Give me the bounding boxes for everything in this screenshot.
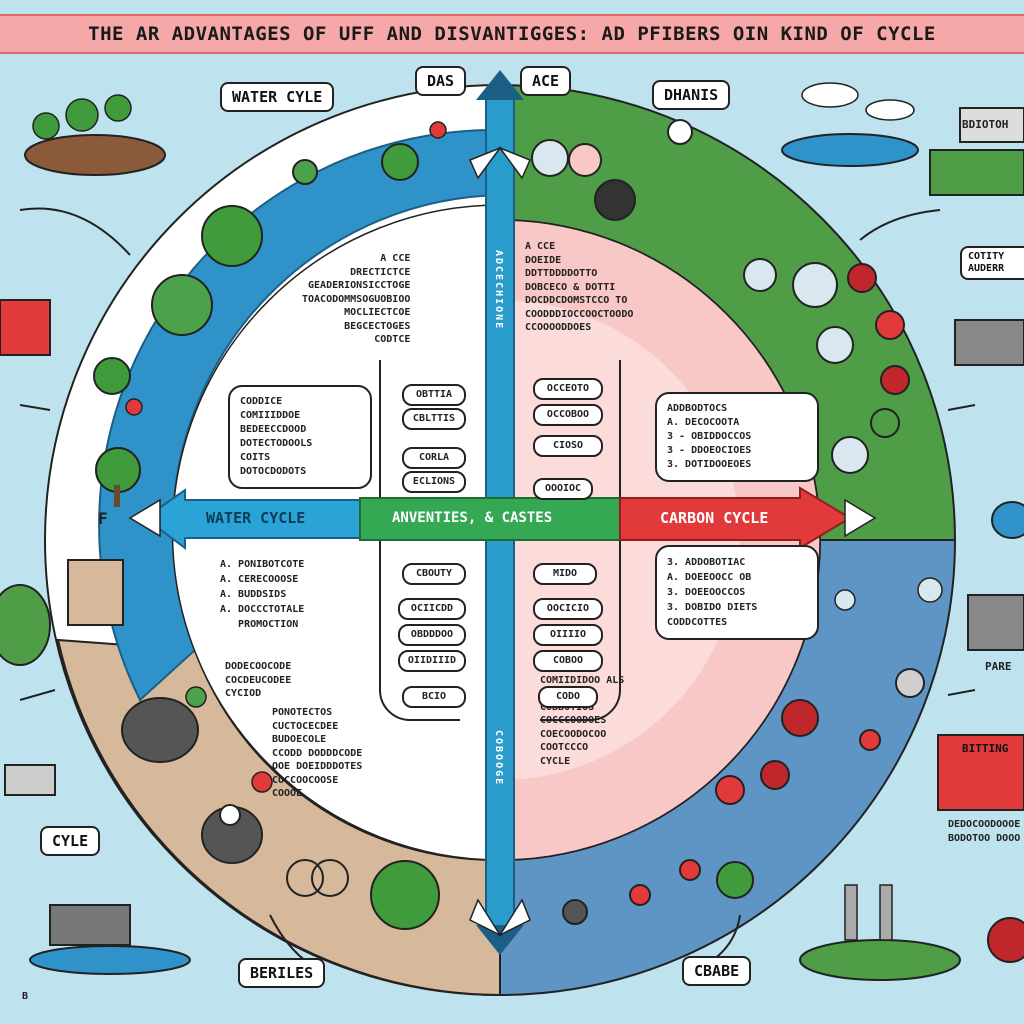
water-advantages-list: A. PONIBOTCOTE A. CERECOOOSE A. BUDDSIDS… (220, 559, 305, 630)
das-tag: DAS (415, 66, 467, 96)
water-pill-3: CORLA (402, 447, 466, 469)
carbon-pill-9: CODO (538, 686, 598, 708)
title-banner: THE AR ADVANTAGES OF UFF AND DISVANTIGGE… (0, 14, 1024, 54)
water-pill-6: OCIICDD (398, 598, 466, 620)
right-ring-decor (531, 119, 943, 925)
carbon-cycle-arrow (619, 486, 852, 550)
carbon-pill-7: OIIIIO (533, 624, 603, 646)
carbon-top-text: A CCE DOEIDE DDTTDDDDOTTO DOBCECO & DOTT… (525, 241, 634, 333)
water-band (98, 128, 501, 702)
water-bottom-text-2: PONOTECTOS CUCTOCECDEE BUDOECOLE CCODD D… (272, 707, 363, 799)
water-pill-8: OIIDIIID (398, 650, 466, 672)
carbon-advantages-list: 3. ADDOBOTIAC A. DOEEOOCC OB 3. DOEEOOCC… (655, 545, 819, 640)
page-title: THE AR ADVANTAGES OF UFF AND DISVANTIGGE… (88, 23, 936, 45)
water-pill-4: ECLIONS (402, 471, 466, 493)
carbon-pill-1: OCCEOTO (533, 378, 603, 400)
water-pill-9: BCIO (402, 686, 466, 708)
carbon-info-panel: ADDBODTOCS A. DECOCOOTA 3 - OBIDDOCCOS 3… (655, 392, 819, 482)
outside-scenery (0, 82, 1024, 981)
water-bottom-text: DODECOOCODE COCDEUCODEE CYCIOD (225, 661, 292, 699)
carbon-pill-6: OOCICIO (533, 598, 603, 620)
water-cycle-axis-label: WATER CYCLE (206, 509, 306, 527)
carbon-bottom-text: COCECOOOS COMIIDIDOO ALS BOBTIOO COBBOTI… (540, 661, 625, 767)
vertical-axis-bottom-text: COBOOGE (493, 730, 504, 787)
carbon-pill-4: OOOIOC (533, 478, 593, 500)
axis-arrow-up (476, 70, 524, 100)
cotity-auderr-tag: COTITY AUDERR (960, 246, 1024, 280)
carbon-pill-8: COBOO (533, 650, 603, 672)
bitting-sign: BITTING (962, 742, 1009, 755)
water-info-panel: CODDICE COMIIIDDOE BEDEECCDOOD DOTECTODO… (228, 385, 372, 489)
water-pill-2: CBLTTIS (402, 408, 466, 430)
water-pill-5: CBOUTY (402, 563, 466, 585)
carbon-pill-3: CIOSO (533, 435, 603, 457)
dhanis-tag: DHANIS (652, 80, 731, 110)
carbon-pill-2: OCCOBOO (533, 404, 603, 426)
b-mark: B (22, 991, 29, 1002)
water-top-text: A CCE DRECTICTCE GEADERIONSICCTOGE TOACO… (302, 253, 411, 345)
cyle-tag: CYLE (40, 826, 101, 856)
side-right-text: DEDOCOODOOOE BODOTOO DOOO (948, 819, 1021, 844)
axis-arrow-down (476, 925, 524, 955)
water-cycle-tag: WATER CYLE (220, 82, 335, 112)
left-ring-decor (93, 121, 447, 930)
bdioton-sign: BDIOTOH (962, 118, 1009, 131)
vertical-axis-top-text: ADCECHIONE (493, 250, 504, 331)
ace-tag: ACE (520, 66, 572, 96)
center-axis-label: ANVENTIES, & CASTES (392, 510, 553, 526)
carbon-pill-5: MIDO (533, 563, 597, 585)
pare-sign: PARE (985, 660, 1012, 673)
water-pill-7: OBDDDOO (398, 624, 466, 646)
water-pill-1: OBTTIA (402, 384, 466, 406)
f-mark: F (98, 509, 108, 528)
cbabe-tag: CBABE (682, 956, 752, 986)
carbon-cycle-axis-label: CARBON CYCLE (660, 509, 769, 527)
beriles-tag: BERILES (238, 958, 326, 988)
